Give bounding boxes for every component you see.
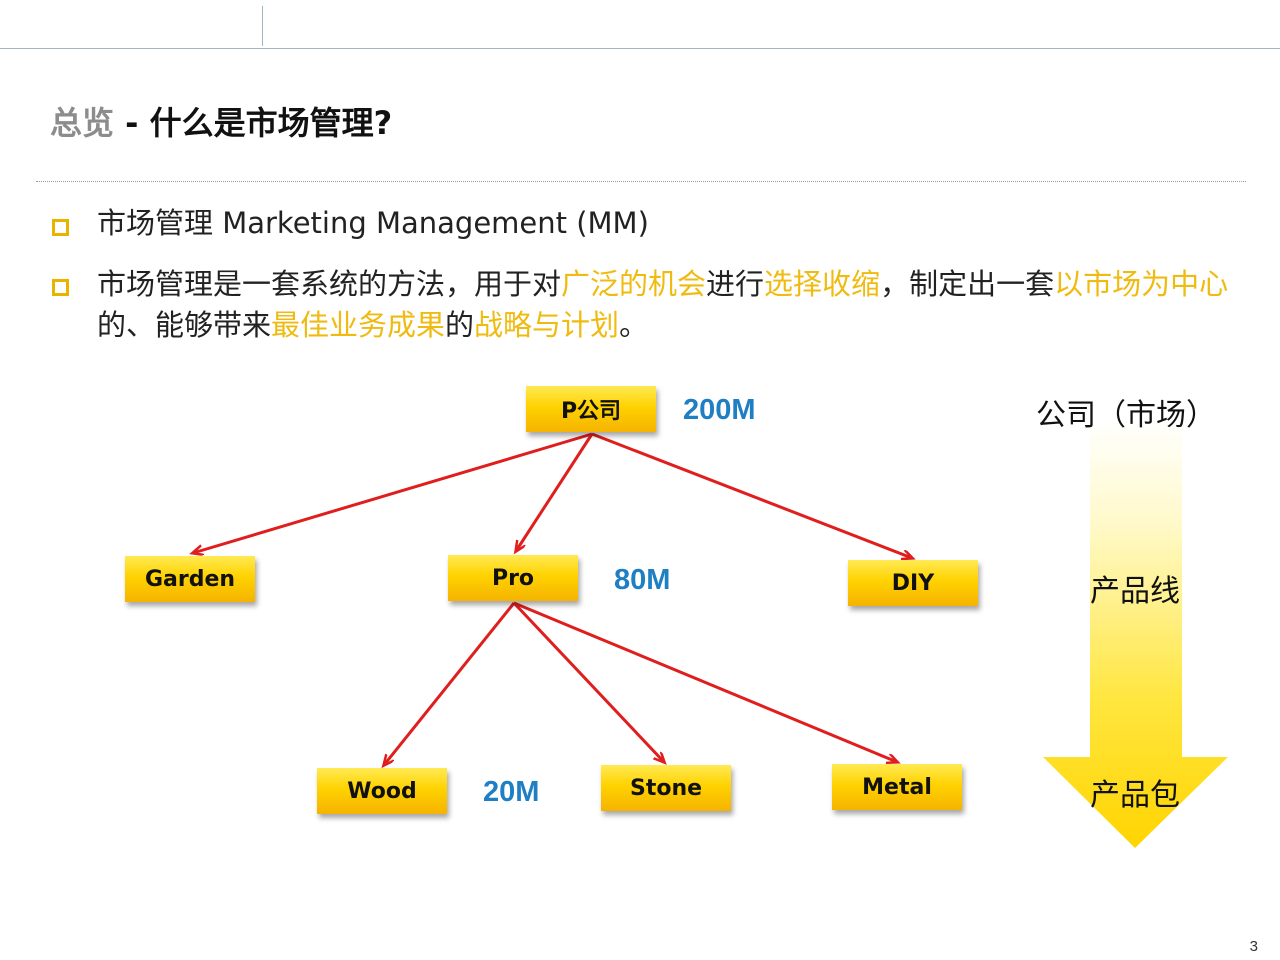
title-separator: - [114, 104, 150, 142]
hierarchy-top-label: 公司（市场） [1036, 398, 1216, 433]
node-diy-label: DIY [891, 570, 935, 596]
node-garden: Garden [125, 556, 255, 602]
node-wood-label: Wood [347, 778, 417, 804]
highlighted-phrase: 战略与计划 [474, 308, 620, 342]
slide-title: 总览 - 什么是市场管理? [50, 98, 392, 144]
arrow-pro-to-metal [513, 601, 897, 762]
node-diy: DIY [848, 560, 978, 606]
pro-value-label: 80M [614, 564, 671, 596]
bullet-square-icon [52, 219, 69, 236]
node-root: P公司 [526, 386, 656, 432]
title-main: 什么是市场管理? [149, 104, 393, 142]
arrow-root-to-garden [193, 432, 593, 553]
title-prefix: 总览 [50, 104, 115, 142]
wood-value-label: 20M [483, 776, 540, 808]
bullet-text-segment: 的、能够带来 [97, 308, 272, 342]
node-stone: Stone [601, 765, 731, 811]
header-tick [262, 6, 263, 46]
bullet-item-2: 市场管理是一套系统的方法，用于对广泛的机会进行选择收缩，制定出一套以市场为中心的… [97, 264, 1237, 346]
node-pro: Pro [448, 555, 578, 601]
bullet-square-icon [52, 279, 69, 296]
node-stone-label: Stone [629, 775, 703, 801]
root-value-label: 200M [683, 394, 756, 426]
bullet-text-segment: 市场管理是一套系统的方法，用于对 [97, 267, 562, 301]
bullet-text-segment: 进行 [706, 267, 765, 301]
arrow-root-to-diy [591, 432, 912, 558]
header-rule [0, 48, 1280, 49]
highlighted-phrase: 选择收缩 [764, 267, 881, 301]
node-metal-label: Metal [862, 774, 932, 800]
node-pro-label: Pro [491, 565, 535, 591]
bullet-text-segment: 的 [445, 308, 475, 342]
bullet-item-1: 市场管理 Marketing Management (MM) [97, 203, 1237, 244]
page-number: 3 [1249, 938, 1258, 955]
highlighted-phrase: 广泛的机会 [561, 267, 707, 301]
hierarchy-bottom-label: 产品包 [1090, 778, 1180, 813]
title-divider [36, 181, 1246, 182]
node-root-label: P公司 [560, 399, 622, 424]
node-metal: Metal [832, 764, 962, 810]
node-wood: Wood [317, 768, 447, 814]
node-garden-label: Garden [144, 566, 236, 592]
bullet-text-segment: 。 [619, 308, 649, 342]
hierarchy-middle-label: 产品线 [1090, 574, 1180, 609]
bullet-text-segment: 市场管理 Marketing Management (MM) [97, 206, 649, 240]
arrow-pro-to-stone [512, 601, 664, 762]
highlighted-phrase: 以市场为中心 [1054, 267, 1229, 301]
bullet-text-segment: ，制定出一套 [880, 267, 1055, 301]
arrow-root-to-pro [516, 433, 594, 551]
highlighted-phrase: 最佳业务成果 [271, 308, 446, 342]
arrow-pro-to-wood [384, 602, 516, 765]
